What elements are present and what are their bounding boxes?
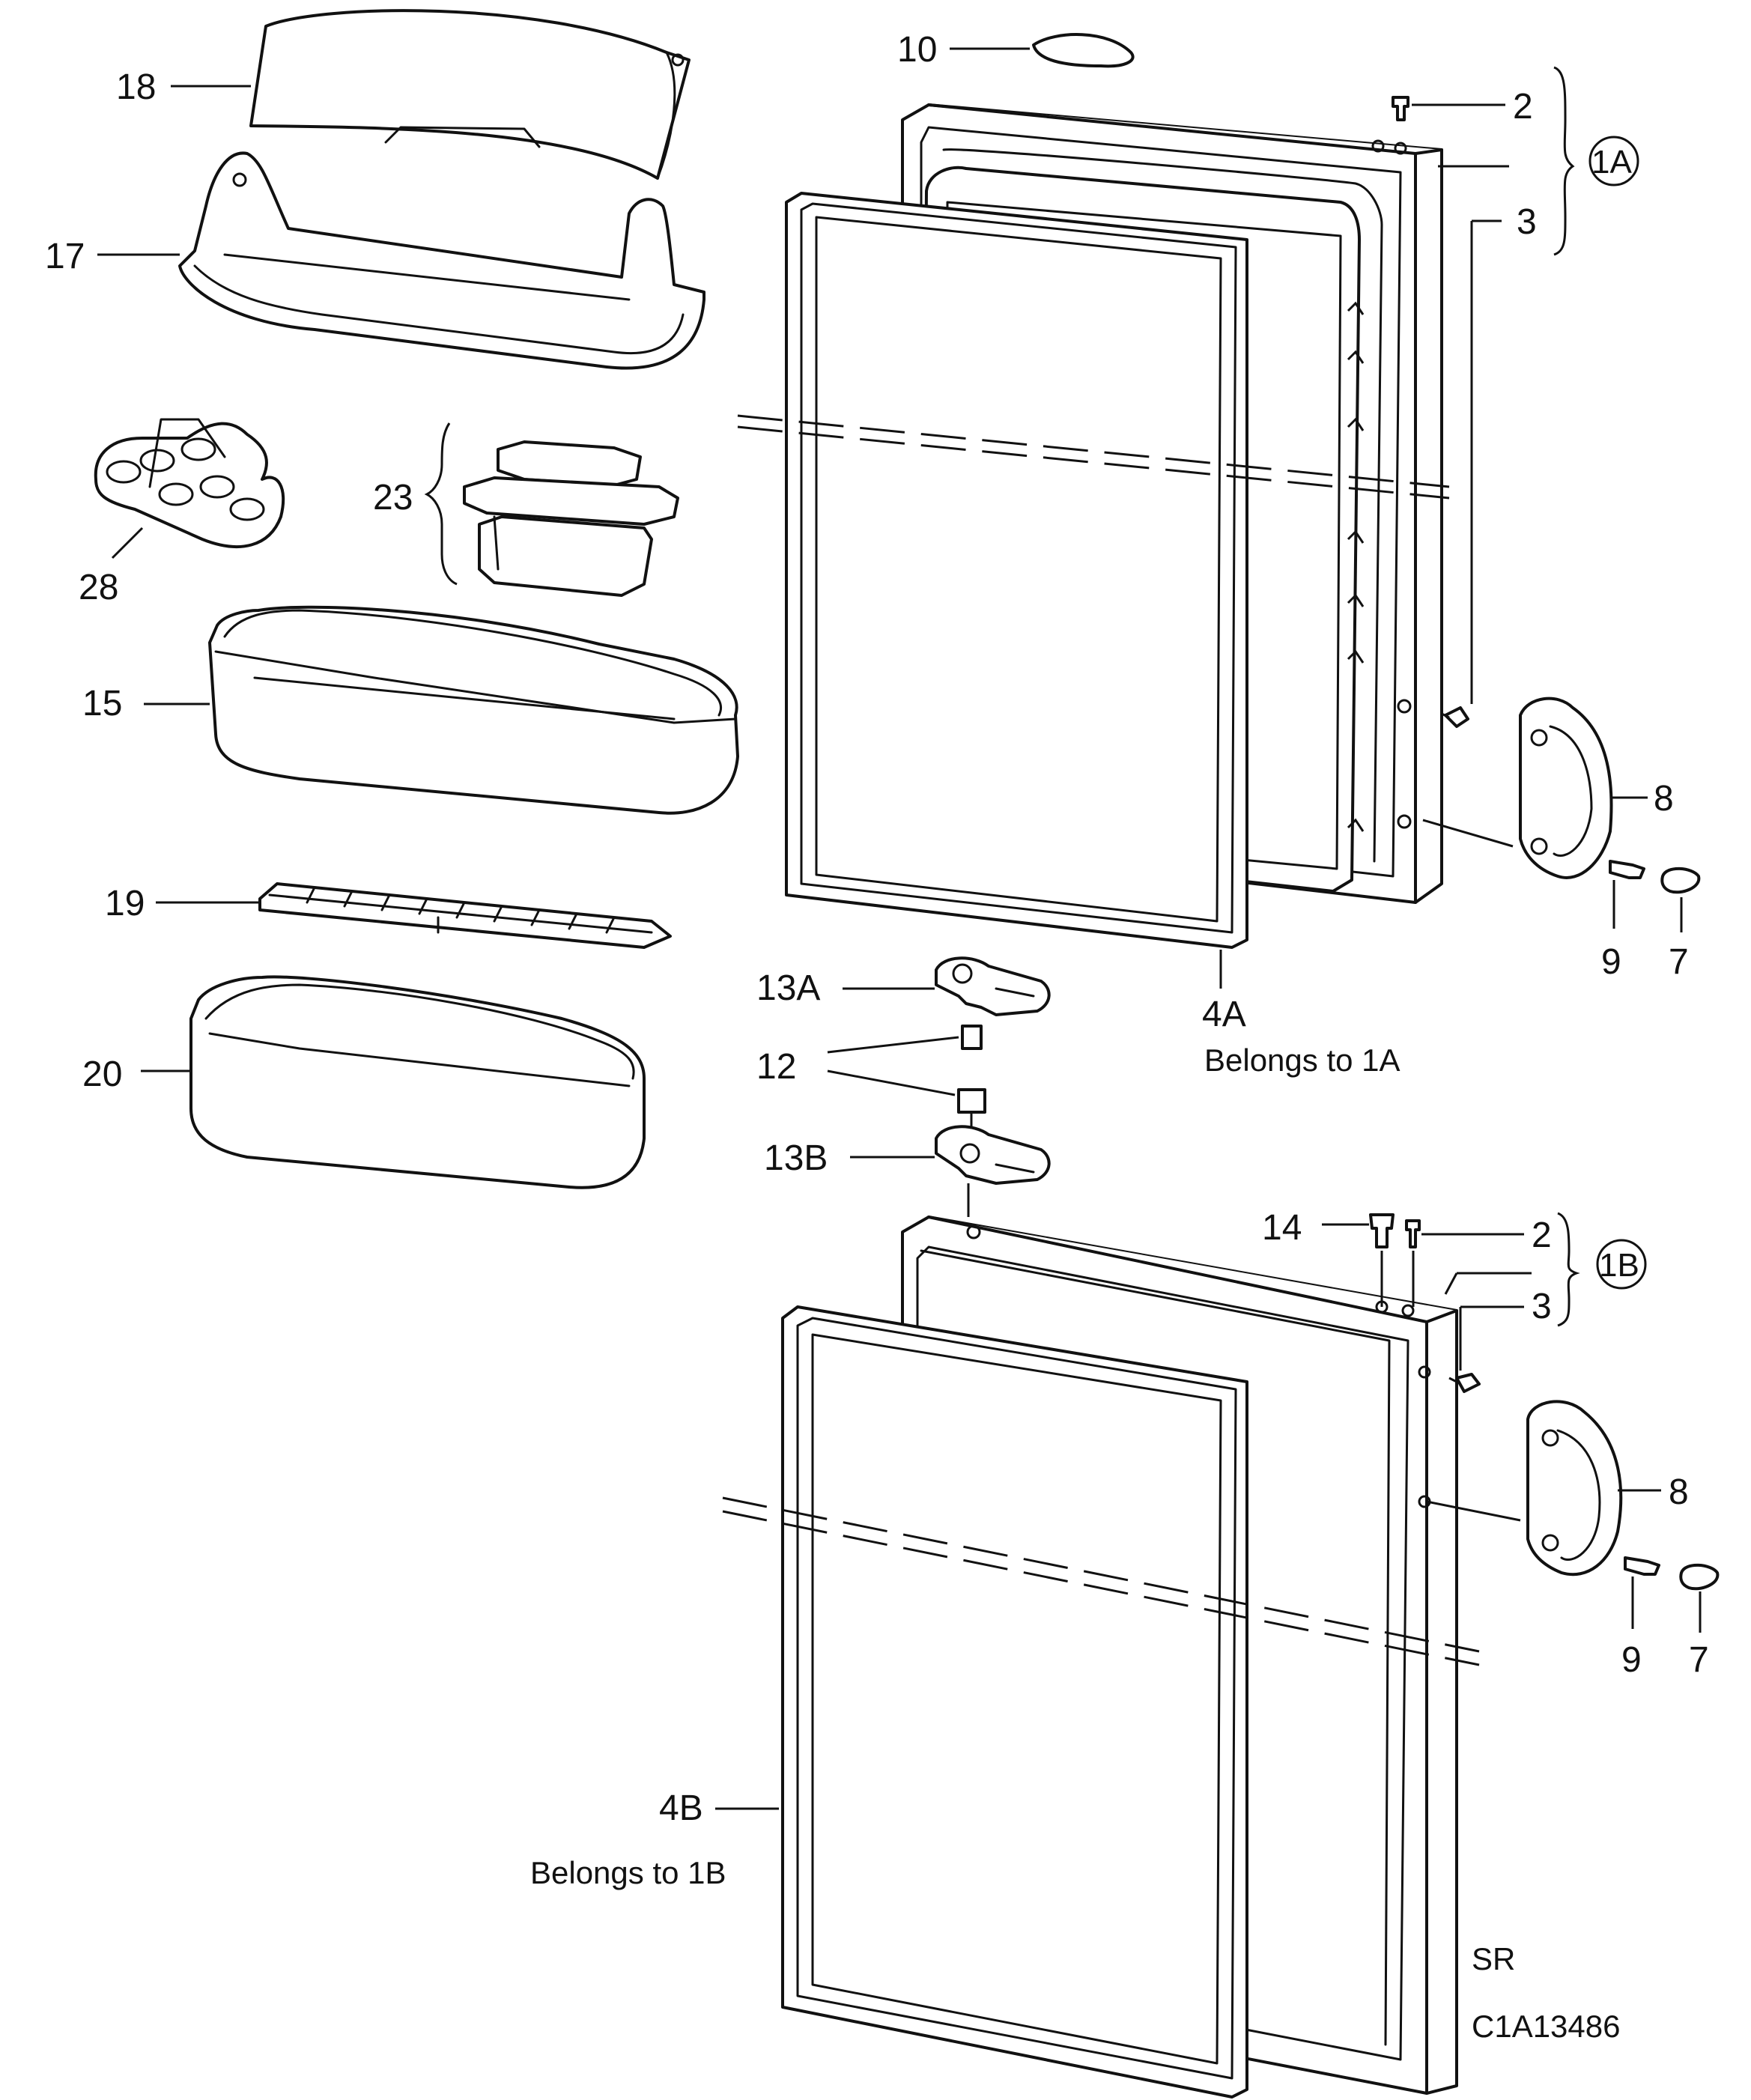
part-3-screw-upper — [1441, 706, 1469, 728]
label-13a: 13A — [756, 968, 820, 1008]
part-28-egg-tray — [94, 418, 285, 548]
part-8-handle-lower — [1526, 1400, 1623, 1576]
label-15: 15 — [82, 684, 122, 723]
label-23: 23 — [373, 478, 413, 518]
part-8-handle-upper — [1519, 697, 1613, 879]
label-20: 20 — [82, 1054, 122, 1094]
label-13b: 13B — [764, 1138, 828, 1178]
label-4a: 4A — [1202, 995, 1246, 1034]
label-3-upper: 3 — [1517, 202, 1537, 242]
part-7-cap-lower — [1679, 1563, 1720, 1591]
part-19-guard — [258, 882, 672, 949]
part-7-cap-upper — [1660, 867, 1701, 894]
label-12: 12 — [756, 1047, 796, 1087]
label-2-upper: 2 — [1513, 87, 1533, 127]
label-3-lower: 3 — [1532, 1287, 1552, 1326]
note-belongs-1a: Belongs to 1A — [1204, 1043, 1401, 1078]
part-3-screw-lower — [1448, 1373, 1481, 1393]
part-4a-gasket — [785, 192, 1248, 949]
part-12-pin — [957, 1025, 986, 1127]
part-9-screw-lower — [1624, 1556, 1660, 1576]
label-9-lower: 9 — [1621, 1640, 1642, 1680]
part-23-butter-dish — [463, 440, 679, 597]
part-18-lid — [249, 9, 691, 180]
part-2-screw-upper — [1392, 96, 1409, 121]
label-7-lower: 7 — [1689, 1640, 1709, 1680]
footer-code-drawing: C1A13486 — [1472, 2009, 1621, 2044]
label-10: 10 — [897, 30, 937, 70]
part-13a-hinge — [935, 956, 1051, 1016]
part-20-shelf — [189, 975, 646, 1189]
label-1a: 1A — [1591, 144, 1632, 180]
label-17: 17 — [45, 237, 85, 276]
label-9-upper: 9 — [1601, 942, 1621, 982]
part-4b-gasket — [781, 1305, 1248, 2099]
part-14-screw — [1369, 1213, 1395, 1248]
label-4b: 4B — [659, 1788, 703, 1828]
label-1b: 1B — [1599, 1247, 1639, 1284]
part-10-plug — [1032, 33, 1135, 68]
part-2-screw-lower — [1405, 1219, 1421, 1248]
footer-code-sr: SR — [1472, 1941, 1515, 1976]
label-14: 14 — [1262, 1208, 1302, 1248]
label-18: 18 — [116, 67, 156, 107]
label-7-upper: 7 — [1669, 942, 1689, 982]
label-28: 28 — [79, 568, 118, 607]
part-9-screw-upper — [1609, 860, 1645, 879]
label-19: 19 — [105, 884, 145, 923]
note-belongs-1b: Belongs to 1B — [530, 1855, 726, 1890]
label-2-lower: 2 — [1532, 1216, 1552, 1255]
part-15-shelf — [208, 605, 739, 815]
label-8-lower: 8 — [1669, 1472, 1689, 1512]
part-13b-hinge — [935, 1125, 1051, 1185]
part-17-shelf — [178, 151, 705, 370]
label-8-upper: 8 — [1654, 779, 1674, 819]
